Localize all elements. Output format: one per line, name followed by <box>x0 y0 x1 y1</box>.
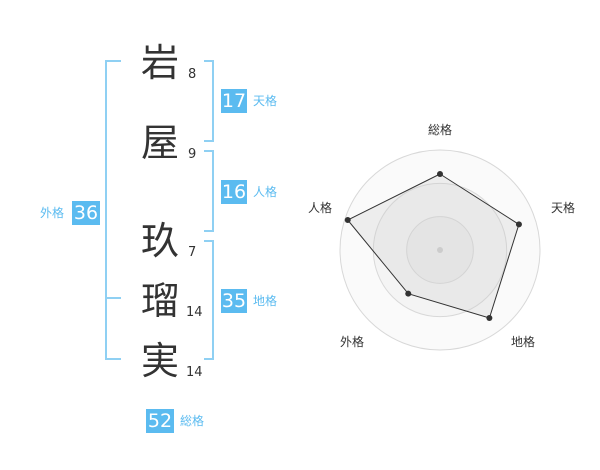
radar-point-4 <box>405 290 412 297</box>
name-char-1: 岩 <box>140 41 179 85</box>
jinkaku-value: 16 <box>221 180 247 204</box>
radar-point-5 <box>344 217 351 224</box>
chikaku-bracket <box>204 240 214 360</box>
gaikaku-value: 36 <box>72 201 100 225</box>
radar-point-1 <box>437 171 443 177</box>
radar-axis-label-soukaku: 総格 <box>428 123 453 137</box>
radar-axis-label-tenkaku: 天格 <box>551 201 576 215</box>
tenkaku-bracket <box>204 60 214 142</box>
radar-point-3 <box>486 314 493 321</box>
gaikaku-bracket-tick <box>107 297 121 299</box>
chikaku-label: 地格 <box>253 294 278 308</box>
jinkaku-label: 人格 <box>253 185 278 199</box>
name-char-4: 瑠 <box>140 279 179 323</box>
radar-center-dot <box>437 247 443 253</box>
jinkaku-bracket <box>204 150 214 232</box>
stroke-count-1: 8 <box>188 67 197 82</box>
radar-axis-label-jinkaku: 人格 <box>308 201 333 215</box>
gaikaku-bracket <box>105 60 121 360</box>
tenkaku-label: 天格 <box>253 94 278 108</box>
name-char-2: 屋 <box>140 121 179 165</box>
gaikaku-label: 外格 <box>40 206 65 220</box>
stroke-count-4: 14 <box>186 305 203 320</box>
radar-axis-label-chikaku: 地格 <box>511 335 536 349</box>
stroke-count-2: 9 <box>188 147 197 162</box>
radar-value-polygon <box>346 173 520 319</box>
stroke-count-5: 14 <box>186 365 203 380</box>
stroke-count-3: 7 <box>188 245 197 260</box>
tenkaku-value: 17 <box>221 89 247 113</box>
radar-point-2 <box>515 221 522 228</box>
radar-axis-label-gaikaku: 外格 <box>340 335 365 349</box>
fortune-radar-chart <box>339 149 541 351</box>
name-char-5: 実 <box>140 339 179 383</box>
name-char-3: 玖 <box>140 219 179 263</box>
soukaku-label: 総格 <box>180 414 205 428</box>
soukaku-value: 52 <box>146 409 174 433</box>
chikaku-value: 35 <box>221 289 247 313</box>
